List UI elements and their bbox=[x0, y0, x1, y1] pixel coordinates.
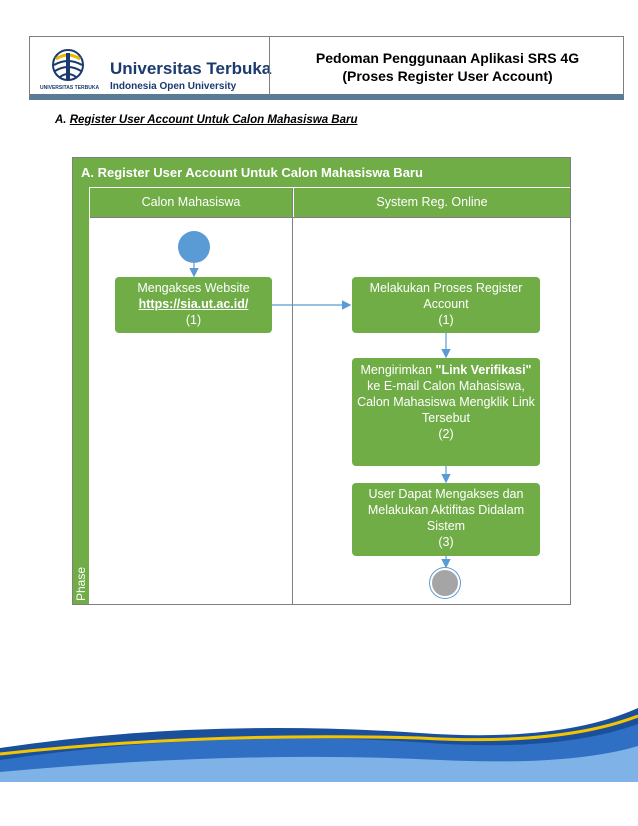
step-box-mengakses-website: Mengakses Website https://sia.ut.ac.id/ … bbox=[115, 277, 272, 333]
box1-step: (1) bbox=[185, 313, 202, 327]
lane-header-system-reg-online: System Reg. Online bbox=[294, 188, 570, 217]
section-heading: A. Register User Account Untuk Calon Mah… bbox=[55, 114, 357, 126]
lane-header-underline bbox=[90, 217, 570, 218]
university-name: Universitas Terbuka bbox=[110, 59, 272, 78]
header-divider bbox=[269, 37, 270, 95]
swimlane-diagram: A. Register User Account Untuk Calon Mah… bbox=[72, 157, 571, 605]
end-node bbox=[430, 568, 460, 598]
step-box-kirim-link-verifikasi: Mengirimkan "Link Verifikasi" ke E-mail … bbox=[352, 358, 540, 466]
box4-text: User Dapat Mengakses dan Melakukan Aktif… bbox=[367, 487, 525, 533]
box3-pre: Mengirimkan bbox=[360, 363, 433, 377]
step-box-akses-sistem: User Dapat Mengakses dan Melakukan Aktif… bbox=[352, 483, 540, 556]
box3-step: (2) bbox=[438, 427, 454, 441]
box2-text-1: Melakukan Proses Register bbox=[369, 281, 523, 295]
box2-text-2: Account bbox=[423, 297, 469, 311]
university-logo: UNIVERSITAS TERBUKA Universitas Terbuka … bbox=[40, 45, 271, 93]
document-header: UNIVERSITAS TERBUKA Universitas Terbuka … bbox=[29, 36, 624, 100]
university-subtitle: Indonesia Open University bbox=[110, 81, 237, 92]
box3-text: Mengirimkan "Link Verifikasi" ke E-mail … bbox=[356, 362, 536, 426]
title-line-1: Pedoman Penggunaan Aplikasi SRS 4G bbox=[315, 50, 580, 66]
box1-text: Mengakses Website bbox=[137, 281, 250, 295]
lane-header-calon-mahasiswa: Calon Mahasiswa bbox=[90, 188, 292, 217]
document-title: Pedoman Penggunaan Aplikasi SRS 4G (Pros… bbox=[270, 49, 625, 85]
step-box-proses-register: Melakukan Proses Register Account (1) bbox=[352, 277, 540, 333]
start-node bbox=[178, 231, 210, 263]
phase-bar: Phase bbox=[73, 187, 89, 604]
website-link[interactable]: https://sia.ut.ac.id/ bbox=[138, 297, 249, 311]
title-line-2: (Proses Register User Account) bbox=[342, 68, 553, 84]
box3-post: ke E-mail Calon Mahasiswa, Calon Mahasis… bbox=[357, 379, 535, 425]
ut-emblem-icon bbox=[52, 49, 84, 81]
footer-wave-decoration bbox=[0, 708, 638, 788]
section-prefix: A. bbox=[55, 114, 67, 126]
box2-step: (1) bbox=[438, 313, 454, 327]
box3-bold: "Link Verifikasi" bbox=[435, 363, 532, 377]
logo-caption: UNIVERSITAS TERBUKA bbox=[40, 85, 100, 91]
box4-step: (3) bbox=[438, 535, 454, 549]
diagram-title: A. Register User Account Untuk Calon Mah… bbox=[73, 158, 570, 187]
lane-divider bbox=[292, 188, 293, 604]
section-title: Register User Account Untuk Calon Mahasi… bbox=[69, 114, 358, 126]
